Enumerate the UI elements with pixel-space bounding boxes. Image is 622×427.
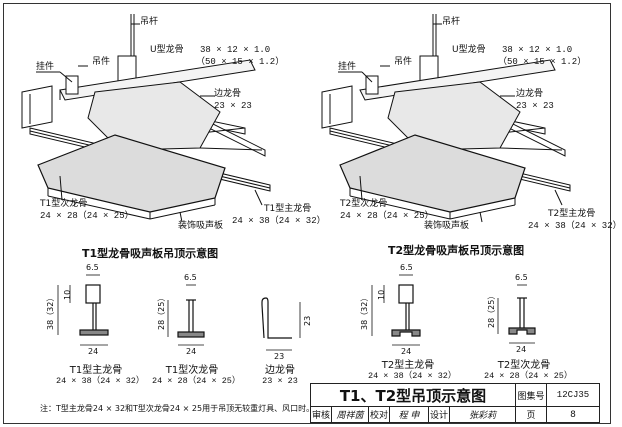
drawing-frame — [3, 3, 611, 424]
page-label: 页 — [515, 406, 547, 423]
t2-u-main-spec2: （50 × 15 × 1.2） — [498, 57, 587, 67]
t1-main-dim-24: 24 — [88, 347, 99, 356]
t1-edge-label: 边龙骨 — [214, 89, 242, 99]
t1-panel-label: 装饰吸声板 — [178, 221, 224, 231]
t1-caption: T1型龙骨吸声板吊顶示意图 — [82, 247, 219, 260]
t1-sec-dim-24: 24 — [186, 347, 197, 356]
t1-main-section-label: T1型主龙骨 24 × 38（24 × 32） — [56, 365, 145, 386]
reviewer-name: 周祥茵 — [331, 406, 369, 423]
checker-name: 程 申 — [389, 406, 429, 423]
t2-u-main-label: U型龙骨 — [452, 45, 486, 55]
t2-secondary-spec: 24 × 28（24 × 25） — [340, 211, 434, 221]
edge-section-label: 边龙骨 23 × 23 — [255, 365, 305, 386]
t2-sec-dim-24: 24 — [516, 345, 527, 354]
t1-main-dim-65: 6.5 — [86, 263, 99, 272]
t2-sec-section-spec: 24 × 28（24 × 25） — [484, 370, 573, 381]
footnote: 注：T型主龙骨24 × 32和T型次龙骨24 × 25用于吊顶无较重灯具、风口时… — [40, 404, 315, 413]
t2-hanger-rod-label: 吊杆 — [442, 17, 461, 27]
edge-section-name: 边龙骨 — [265, 365, 295, 376]
t1-u-main-spec2: （50 × 15 × 1.2） — [196, 57, 285, 67]
design-label: 设计 — [428, 406, 450, 423]
t1-main-spec: 24 × 38（24 × 32） — [232, 216, 326, 226]
t1-main-dim-10: 10 — [63, 289, 72, 300]
t2-main-dim-65: 6.5 — [400, 263, 413, 272]
review-label: 审核 — [310, 406, 332, 423]
t2-main-dim-24: 24 — [401, 347, 412, 356]
t2-sec-section — [508, 297, 536, 335]
t2-main-section-spec: 24 × 38（24 × 32） — [368, 370, 457, 381]
t1-sec-section-name: T1型次龙骨 — [165, 365, 219, 376]
edge-dim-23-v: 23 — [303, 315, 312, 326]
t1-hanger-rod-label: 吊杆 — [140, 17, 159, 27]
t2-main-dim-10: 10 — [377, 289, 386, 300]
page-number: 8 — [546, 406, 600, 423]
t2-main-section — [391, 284, 421, 337]
t2-main-section-name: T2型主龙骨 — [381, 360, 435, 371]
t1-secondary-label: T1型次龙骨 — [40, 199, 88, 209]
t1-sec-section — [177, 299, 205, 338]
t2-panel-label: 装饰吸声板 — [424, 221, 470, 231]
edge-dim-23-h: 23 — [274, 352, 285, 361]
t1-main-dim-38: 38（32） — [46, 293, 55, 330]
t2-sec-section-label: T2型次龙骨 24 × 28（24 × 25） — [484, 360, 573, 381]
atlas-number: 12CJ35 — [546, 383, 600, 407]
t2-u-main-spec1: 38 × 12 × 1.0 — [502, 45, 573, 55]
edge-section — [261, 297, 292, 339]
t2-edge-label: 边龙骨 — [516, 89, 544, 99]
t2-sec-dim-28: 28（25） — [487, 291, 496, 328]
t1-main-section — [79, 284, 109, 336]
t1-edge-spec: 23 × 23 — [214, 101, 252, 111]
drawing-title: T1、T2型吊顶示意图 — [310, 383, 516, 407]
t1-sec-dim-28: 28（25） — [157, 293, 166, 330]
designer-name: 张彩莉 — [449, 406, 516, 423]
t1-u-main-spec1: 38 × 12 × 1.0 — [200, 45, 271, 55]
edge-section-spec: 23 × 23 — [262, 375, 298, 386]
t1-hook — [65, 75, 79, 95]
t2-sec-section-name: T2型次龙骨 — [497, 360, 551, 371]
t1-hook-label: 挂件 — [36, 62, 55, 72]
t2-hanger-piece-label: 吊件 — [394, 57, 413, 67]
t2-main-label: T2型主龙骨 — [548, 209, 596, 219]
t2-caption: T2型龙骨吸声板吊顶示意图 — [388, 244, 525, 257]
t1-hanger-piece-label: 吊件 — [92, 57, 111, 67]
t2-main-spec: 24 × 38（24 × 32） — [528, 221, 622, 231]
check-label: 校对 — [368, 406, 390, 423]
t2-sec-dim-65: 6.5 — [515, 273, 528, 282]
t2-main-section-label: T2型主龙骨 24 × 38（24 × 32） — [368, 360, 457, 381]
t2-slab — [387, 81, 521, 151]
t1-u-main-label: U型龙骨 — [150, 45, 184, 55]
t1-slab — [87, 81, 221, 151]
t2-hook — [365, 75, 379, 95]
t1-sec-dim-65: 6.5 — [184, 273, 197, 282]
title-block: T1、T2型吊顶示意图 图集号 12CJ35 审核 周祥茵 校对 程 申 设计 … — [310, 383, 600, 423]
t2-hook-label: 挂件 — [338, 62, 357, 72]
t1-sec-section-spec: 24 × 28（24 × 25） — [152, 375, 241, 386]
t1-secondary-spec: 24 × 28（24 × 25） — [40, 211, 134, 221]
t1-main-label: T1型主龙骨 — [264, 204, 312, 214]
t2-edge-spec: 23 × 23 — [516, 101, 554, 111]
atlas-label: 图集号 — [515, 383, 547, 407]
t1-main-section-spec: 24 × 38（24 × 32） — [56, 375, 145, 386]
t2-main-dim-38: 38（32） — [360, 293, 369, 330]
t1-main-section-name: T1型主龙骨 — [69, 365, 123, 376]
t2-secondary-label: T2型次龙骨 — [340, 199, 388, 209]
t1-sec-section-label: T1型次龙骨 24 × 28（24 × 25） — [152, 365, 241, 386]
